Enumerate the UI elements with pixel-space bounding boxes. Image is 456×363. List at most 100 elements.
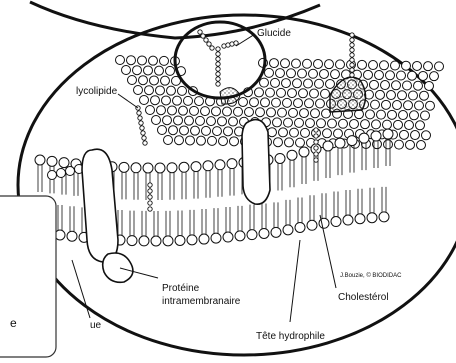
phospholipid-head [139, 76, 148, 85]
phospholipid-head [196, 116, 205, 125]
phospholipid-head [167, 163, 177, 173]
credit-text: J.Bouzie, © BIODIDAC [340, 271, 401, 282]
sugar-bead [350, 73, 354, 77]
phospholipid-head [149, 56, 158, 65]
phospholipid-head [400, 130, 409, 139]
phospholipid-head [201, 107, 210, 116]
sugar-bead [314, 140, 318, 144]
phospholipid-head [386, 71, 395, 80]
sugar-bead [350, 58, 354, 62]
sugar-bead [350, 53, 354, 57]
phospholipid-head [287, 69, 296, 78]
phospholipid-head [158, 126, 167, 135]
sugar-bead [350, 38, 354, 42]
sugar-bead [350, 68, 354, 72]
sugar-bead [314, 152, 318, 156]
phospholipid-head [383, 129, 393, 139]
phospholipid-head [411, 131, 420, 140]
phospholipid-head [131, 163, 141, 173]
phospholipid-head [235, 231, 245, 241]
phospholipid-head [134, 86, 143, 95]
phospholipid-head [403, 81, 412, 90]
phospholipid-head [219, 137, 228, 146]
phospholipid-head [119, 162, 129, 172]
phospholipid-head [187, 235, 197, 245]
phospholipid-head [279, 128, 288, 137]
phospholipid-head [317, 119, 326, 128]
phospholipid-head [167, 86, 176, 95]
phospholipid-head [359, 133, 369, 143]
phospholipid-head [234, 107, 243, 116]
sugar-bead [138, 116, 142, 120]
label-proteine-line2: intramembranaire [162, 296, 240, 307]
phospholipid-head [361, 120, 370, 129]
phospholipid-head [372, 120, 381, 129]
phospholipid-head [334, 129, 343, 138]
phospholipid-head [140, 96, 149, 105]
phospholipid-head [277, 88, 286, 97]
phospholipid-head [259, 228, 269, 238]
phospholipid-head [371, 131, 381, 141]
phospholipid-head [161, 76, 170, 85]
phospholipid-head [421, 111, 430, 120]
phospholipid-head [223, 107, 232, 116]
phospholipid-head [166, 66, 175, 75]
sugar-bead [350, 63, 354, 67]
phospholipid-head [157, 106, 166, 115]
phospholipid-head [128, 76, 137, 85]
phospholipid-head [424, 62, 433, 71]
phospholipid-head [127, 236, 137, 246]
phospholipid-head [66, 167, 75, 176]
sugar-bead [314, 134, 318, 138]
phospholipid-head [316, 99, 325, 108]
phospholipid-head [180, 126, 189, 135]
phospholipid-head [406, 140, 415, 149]
phospholipid-head [282, 79, 291, 88]
phospholipid-head [320, 69, 329, 78]
phospholipid-head [174, 116, 183, 125]
phospholipid-head [203, 161, 213, 171]
phospholipid-head [392, 81, 401, 90]
phospholipid-head [208, 136, 217, 145]
phospholipid-head [326, 79, 335, 88]
phospholipid-head [404, 101, 413, 110]
phospholipid-head [207, 117, 216, 126]
phospholipid-head [151, 96, 160, 105]
phospholipid-head [307, 220, 317, 230]
sugar-bead [216, 82, 220, 86]
phospholipid-head [343, 215, 353, 225]
phospholipid-head [321, 89, 330, 98]
phospholipid-head [152, 116, 161, 125]
phospholipid-head [408, 71, 417, 80]
phospholipid-head [247, 230, 257, 240]
phospholipid-head [395, 140, 404, 149]
phospholipid-head [57, 169, 66, 178]
phospholipid-head [156, 86, 165, 95]
phospholipid-head [155, 66, 164, 75]
phospholipid-head [278, 108, 287, 117]
label-cholesterol: Cholestérol [338, 292, 389, 303]
phospholipid-head [169, 126, 178, 135]
protein-center [242, 120, 270, 205]
phospholipid-head [370, 80, 379, 89]
phospholipid-head [325, 60, 334, 69]
phospholipid-head [127, 56, 136, 65]
phospholipid-head [384, 140, 393, 149]
phospholipid-head [358, 60, 367, 69]
phospholipid-head [305, 99, 314, 108]
phospholipid-head [430, 72, 439, 81]
phospholipid-head [299, 89, 308, 98]
phospholipid-head [245, 107, 254, 116]
phospholipid-head [299, 147, 309, 157]
phospholipid-head [202, 126, 211, 135]
phospholipid-head [173, 96, 182, 105]
phospholipid-head [336, 60, 345, 69]
phospholipid-head [175, 136, 184, 145]
phospholipid-head [47, 156, 57, 166]
phospholipid-head [266, 88, 275, 97]
phospholipid-head [315, 79, 324, 88]
sugar-bead [350, 33, 354, 37]
phospholipid-head [67, 231, 77, 241]
phospholipid-head [295, 222, 305, 232]
phospholipid-head [405, 121, 414, 130]
